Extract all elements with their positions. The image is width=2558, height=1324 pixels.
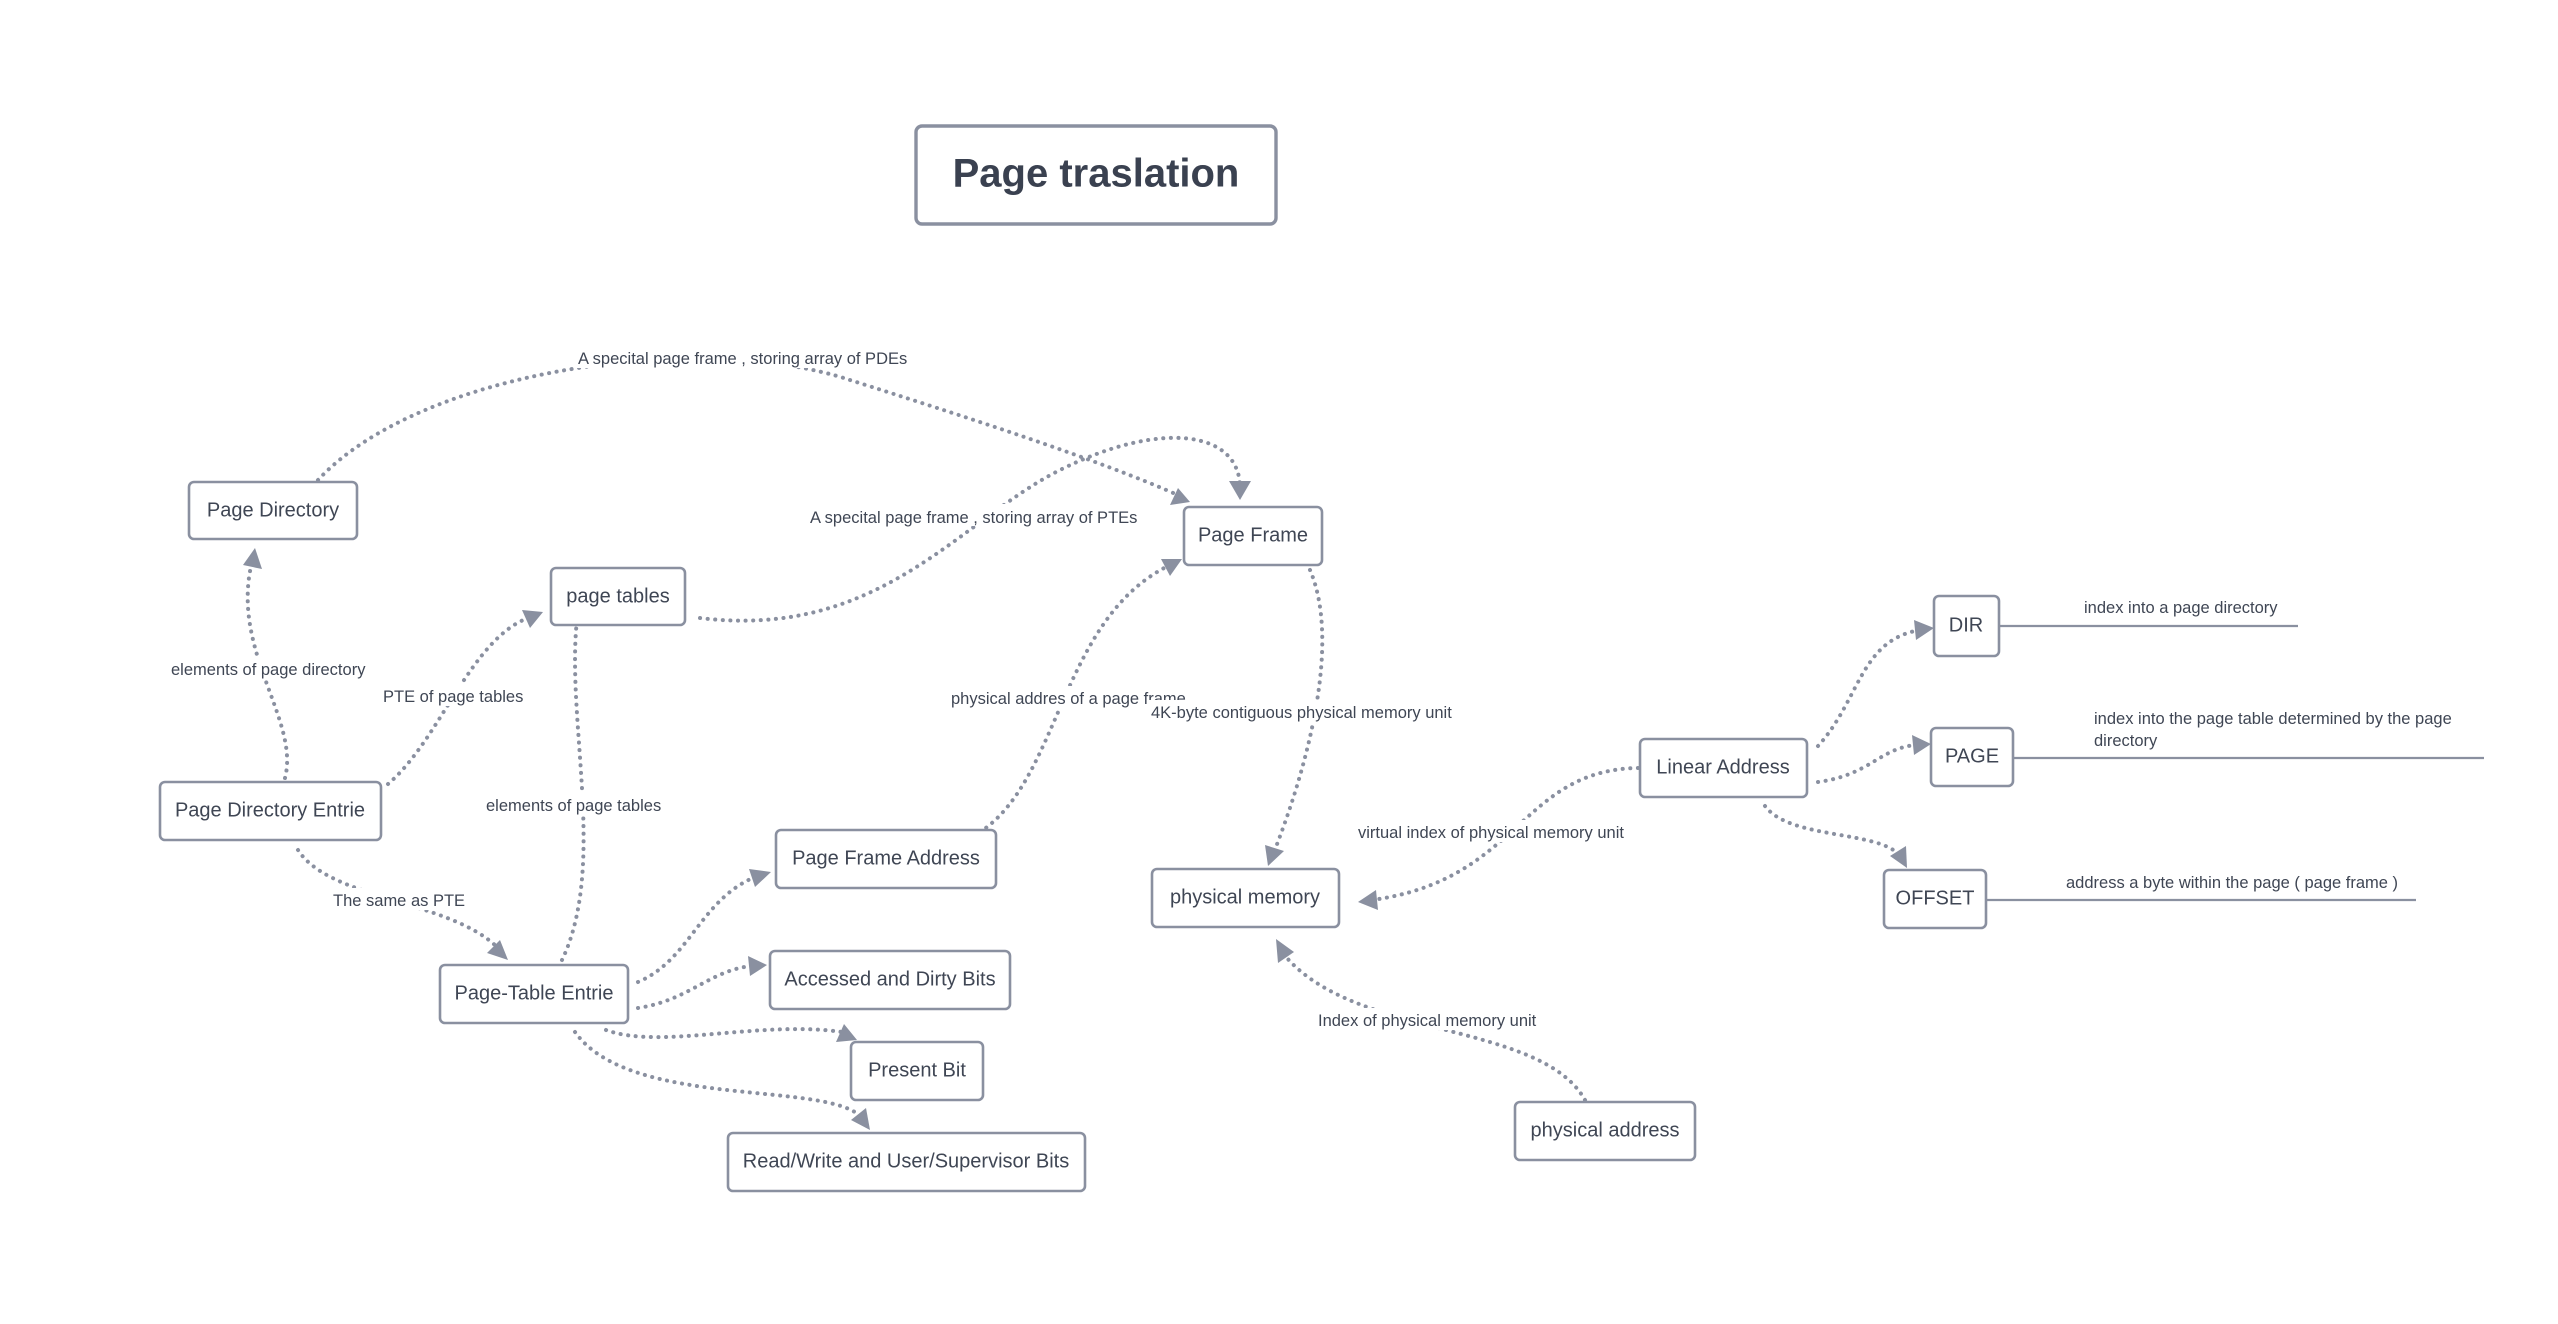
- node-rw-us-bits[interactable]: Read/Write and User/Supervisor Bits: [726, 1131, 1087, 1193]
- note-offset-text: address a byte within the page ( page fr…: [2066, 874, 2398, 892]
- edge-pte-to-present-bit[interactable]: [604, 1024, 857, 1042]
- node-page-frame-address[interactable]: Page Frame Address: [774, 828, 998, 890]
- node-page[interactable]: PAGE: [1929, 726, 2015, 788]
- node-physical-memory-label: physical memory: [1170, 886, 1320, 908]
- node-page-tables[interactable]: page tables: [549, 566, 687, 627]
- edge-label-pde-to-pte: The same as PTE: [333, 892, 465, 910]
- diagram-title-text: Page traslation: [953, 152, 1240, 196]
- node-page-table-entrie[interactable]: Page-Table Entrie: [438, 963, 630, 1025]
- edge-physical-address-to-physical-memory[interactable]: [1276, 939, 1587, 1102]
- node-page-directory[interactable]: Page Directory: [187, 480, 359, 541]
- node-dir-label: DIR: [1949, 614, 1983, 636]
- edge-label-pd-to-pf: A specital page frame , storing array of…: [578, 350, 907, 368]
- note-offset: address a byte within the page ( page fr…: [1986, 874, 2416, 902]
- edge-page-frame-to-physical-memory[interactable]: [1265, 568, 1325, 866]
- node-offset-label: OFFSET: [1896, 887, 1975, 909]
- node-dir[interactable]: DIR: [1932, 594, 2001, 658]
- edge-pde-to-page-directory[interactable]: [243, 548, 289, 780]
- edge-page-tables-to-page-frame[interactable]: [698, 435, 1251, 623]
- node-page-tables-label: page tables: [566, 585, 669, 607]
- edge-label-pde-to-pt: PTE of page tables: [383, 688, 523, 706]
- node-page-frame[interactable]: Page Frame: [1182, 505, 1324, 567]
- edge-linear-address-to-dir[interactable]: [1816, 620, 1934, 748]
- edge-page-directory-to-page-frame[interactable]: [316, 356, 1190, 505]
- edge-linear-address-to-physical-memory[interactable]: [1358, 766, 1640, 910]
- edge-label-pa-to-pm: Index of physical memory unit: [1318, 1012, 1537, 1030]
- node-offset[interactable]: OFFSET: [1882, 868, 1988, 930]
- node-rw-us-bits-label: Read/Write and User/Supervisor Bits: [743, 1150, 1069, 1172]
- node-page-frame-address-label: Page Frame Address: [792, 847, 980, 869]
- edge-linear-address-to-page[interactable]: [1816, 735, 1931, 784]
- edge-label-pfa-to-pf: physical addres of a page frame: [951, 690, 1186, 708]
- node-linear-address[interactable]: Linear Address: [1638, 737, 1809, 799]
- node-page-label: PAGE: [1945, 745, 1999, 767]
- node-page-directory-entrie-label: Page Directory Entrie: [175, 799, 365, 821]
- node-physical-address[interactable]: physical address: [1513, 1100, 1697, 1162]
- edge-label-pt-to-pf: A specital page frame , storing array of…: [810, 509, 1137, 527]
- node-present-bit[interactable]: Present Bit: [849, 1040, 985, 1102]
- node-accessed-dirty-bits[interactable]: Accessed and Dirty Bits: [768, 949, 1012, 1011]
- edge-pte-to-page-tables[interactable]: [560, 586, 590, 962]
- node-physical-memory[interactable]: physical memory: [1150, 867, 1341, 929]
- node-linear-address-label: Linear Address: [1656, 756, 1789, 778]
- node-page-frame-label: Page Frame: [1198, 524, 1308, 546]
- node-physical-address-label: physical address: [1531, 1119, 1680, 1141]
- edge-linear-address-to-offset[interactable]: [1763, 804, 1907, 868]
- node-present-bit-label: Present Bit: [868, 1059, 966, 1081]
- edge-pte-to-accessed-dirty-bits[interactable]: [636, 956, 767, 1010]
- node-accessed-dirty-bits-label: Accessed and Dirty Bits: [784, 968, 995, 990]
- note-page-text-line2: directory: [2094, 732, 2158, 750]
- diagram-title: Page traslation: [914, 124, 1278, 226]
- edge-pte-to-rw-us-bits[interactable]: [573, 1030, 870, 1130]
- note-page-text-line1: index into the page table determined by …: [2094, 710, 2452, 728]
- note-dir-text: index into a page directory: [2084, 599, 2278, 617]
- edge-label-pde-to-pd: elements of page directory: [171, 661, 366, 679]
- edge-label-la-to-pm: virtual index of physical memory unit: [1358, 824, 1624, 842]
- node-page-directory-label: Page Directory: [207, 499, 339, 521]
- note-page: index into the page table determined by …: [2012, 710, 2484, 760]
- node-page-directory-entrie[interactable]: Page Directory Entrie: [158, 780, 383, 842]
- edge-label-pte-to-pt: elements of page tables: [486, 797, 661, 815]
- edge-label-pf-to-pm: 4K-byte contiguous physical memory unit: [1151, 704, 1452, 722]
- node-page-table-entrie-label: Page-Table Entrie: [455, 982, 614, 1004]
- edge-pte-to-page-frame-address[interactable]: [636, 869, 771, 984]
- note-dir: index into a page directory: [1998, 599, 2298, 628]
